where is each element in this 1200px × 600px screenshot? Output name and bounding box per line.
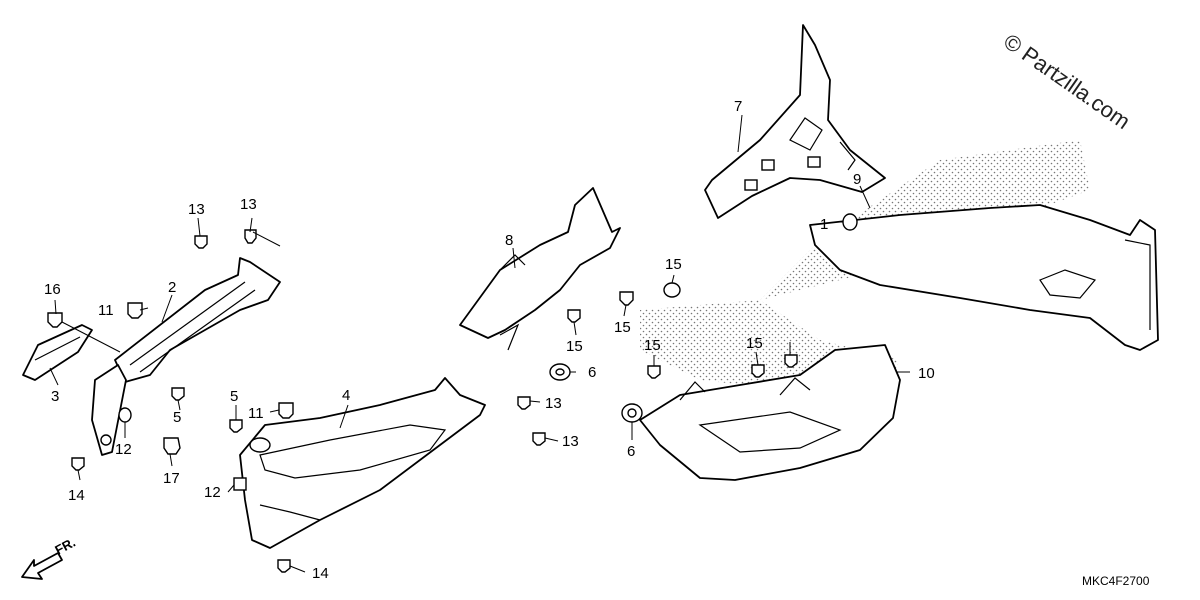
screw-13-c[interactable] [517, 396, 531, 410]
screw-15-f[interactable] [784, 354, 798, 368]
part-2-bracket[interactable] [114, 257, 281, 383]
clip-17[interactable] [163, 437, 181, 455]
diagram-code: MKC4F2700 [1082, 574, 1150, 588]
callout-labels: 1 2 3 4 5 5 6 6 7 8 9 10 11 11 12 12 13 … [44, 98, 935, 582]
callout-6-b: 6 [627, 443, 635, 460]
screw-5-a[interactable] [171, 387, 185, 401]
bolt-11-a[interactable] [127, 302, 143, 319]
screw-5-b[interactable] [229, 419, 243, 433]
part-10-lower-cover[interactable] [639, 344, 901, 481]
callout-11-a: 11 [98, 302, 114, 319]
callout-13-b: 13 [240, 196, 257, 213]
screw-13-b[interactable] [244, 229, 257, 244]
part-7-inner-panel[interactable] [704, 24, 886, 219]
callout-14-b: 14 [312, 565, 329, 582]
callout-13-a: 13 [188, 201, 205, 218]
callout-14-a: 14 [68, 487, 85, 504]
front-direction-arrow: FR. [21, 535, 78, 580]
clip-12-a[interactable] [118, 407, 132, 423]
callout-15-d: 15 [644, 337, 661, 354]
callout-15-e: 15 [746, 335, 763, 352]
screw-16[interactable] [47, 312, 63, 328]
callout-15-a: 15 [614, 319, 631, 336]
screw-14-a[interactable] [71, 457, 85, 471]
callout-5-a: 5 [173, 409, 181, 426]
callout-2: 2 [168, 279, 176, 296]
screw-15-e[interactable] [751, 364, 765, 378]
part-8-center-bracket[interactable] [459, 187, 621, 351]
part-3-trim[interactable] [22, 324, 93, 381]
callout-8: 8 [505, 232, 513, 249]
screw-15-a[interactable] [619, 291, 634, 306]
callout-5-b: 5 [230, 388, 238, 405]
callout-13-c: 13 [545, 395, 562, 412]
callout-4: 4 [342, 387, 350, 404]
leader-lines [49, 114, 910, 573]
clip-12-b[interactable] [233, 477, 247, 491]
callout-9: 9 [853, 171, 861, 188]
callout-15-b: 15 [566, 338, 583, 355]
callout-7: 7 [734, 98, 742, 115]
screw-13-a[interactable] [194, 235, 208, 249]
callout-12-a: 12 [115, 441, 132, 458]
left-bracket-arm [91, 364, 127, 456]
callout-6-a: 6 [588, 364, 596, 381]
watermark: © Partzilla.com [999, 29, 1135, 135]
grommet-6-lower[interactable] [621, 403, 643, 423]
bolt-11-b[interactable] [278, 402, 294, 419]
callout-17: 17 [163, 470, 180, 487]
screw-15-d[interactable] [647, 365, 661, 379]
callout-1: 1 [820, 216, 828, 233]
grommet-6-upper[interactable] [549, 363, 571, 381]
callout-13-d: 13 [562, 433, 579, 450]
part-4-center-cover[interactable] [239, 377, 486, 549]
screw-15-b[interactable] [567, 309, 581, 323]
callout-11-b: 11 [248, 405, 264, 422]
callout-12-b: 12 [204, 484, 221, 501]
callout-10: 10 [918, 365, 935, 382]
fastener-1[interactable] [842, 213, 858, 231]
arrow-icon [21, 552, 63, 580]
callout-16: 16 [44, 281, 61, 298]
screw-13-d[interactable] [532, 432, 546, 446]
callout-15-c: 15 [665, 256, 682, 273]
screw-14-b[interactable] [277, 559, 291, 573]
part-9-side-cover[interactable] [809, 204, 1159, 351]
screw-15-c[interactable] [663, 282, 681, 298]
callout-3: 3 [51, 388, 59, 405]
